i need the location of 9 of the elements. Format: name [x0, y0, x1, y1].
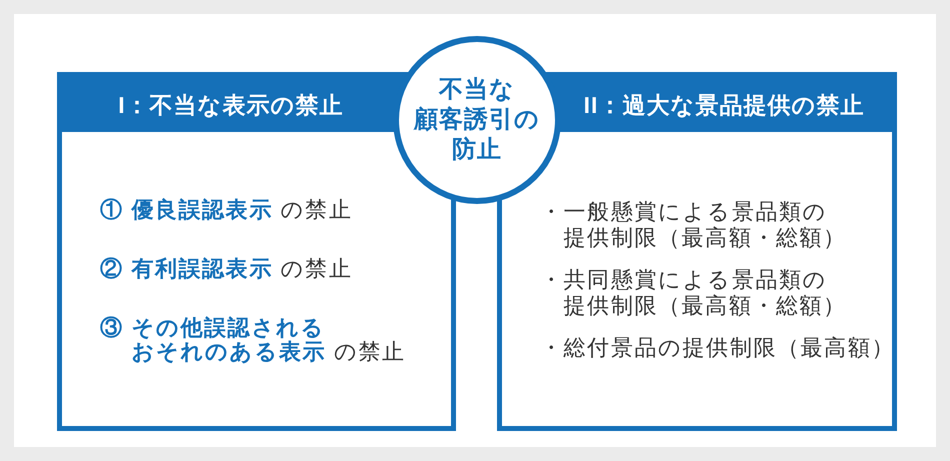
panel-heading: II：過大な景品提供の禁止 — [584, 90, 864, 118]
list-item: ・総付景品の提供制限（最高額） — [540, 335, 895, 361]
panel-heading: I：不当な表示の禁止 — [118, 90, 344, 118]
list-item: ② 有利誤認表示 の禁止 — [100, 257, 352, 281]
list-item: ③ その他誤認されるおそれのある表示 の禁止 — [100, 316, 406, 364]
circle-title: 不当な顧客誘引の防止 — [414, 75, 540, 165]
list-item: ・共同懸賞による景品類の提供制限（最高額・総額） — [540, 267, 847, 319]
list-item: ① 優良誤認表示 の禁止 — [100, 198, 352, 222]
list-item: ・一般懸賞による景品類の提供制限（最高額・総額） — [540, 199, 847, 251]
